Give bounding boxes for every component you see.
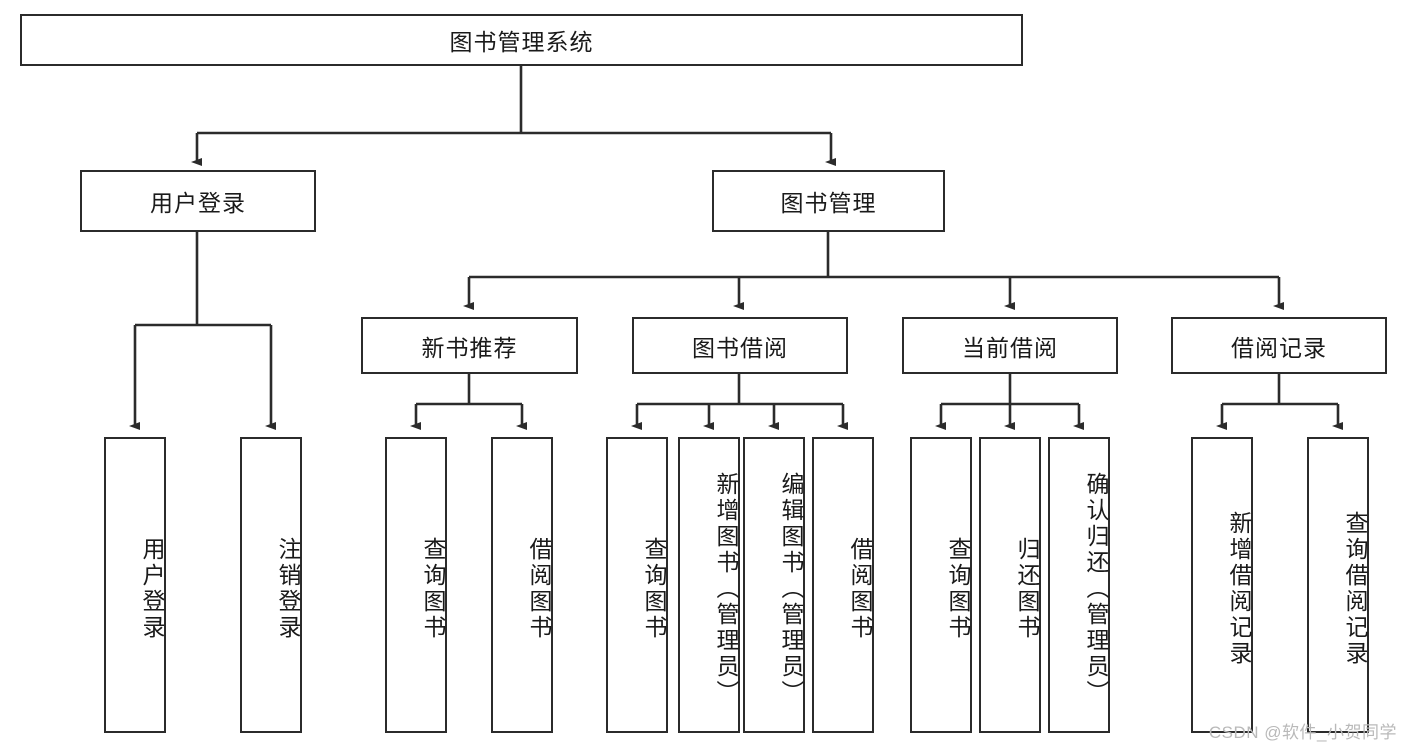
node-label: 借阅图书 [847, 537, 873, 641]
node-label: 新增图书（管理员） [713, 472, 739, 706]
node-leaf-query-book-current[interactable]: 查询图书 [910, 437, 972, 733]
node-leaf-query-book-borrow[interactable]: 查询图书 [606, 437, 668, 733]
node-leaf-return-book[interactable]: 归还图书 [979, 437, 1041, 733]
node-label: 查询图书 [641, 537, 667, 641]
node-leaf-borrow-book[interactable]: 借阅图书 [812, 437, 874, 733]
node-label: 图书管理 [780, 190, 877, 216]
node-label: 用户登录 [150, 190, 246, 216]
node-label: 确认归还（管理员） [1083, 472, 1109, 706]
node-leaf-add-book[interactable]: 新增图书（管理员） [678, 437, 740, 733]
node-label: 新书推荐 [421, 334, 518, 361]
node-borrow-record[interactable]: 借阅记录 [1171, 317, 1387, 374]
node-root-system[interactable]: 图书管理系统 [20, 14, 1023, 66]
node-book-manage[interactable]: 图书管理 [712, 170, 945, 232]
node-leaf-edit-book[interactable]: 编辑图书（管理员） [743, 437, 805, 733]
node-label: 图书借阅 [692, 334, 788, 361]
node-label: 归还图书 [1014, 537, 1040, 641]
node-label: 图书管理系统 [449, 29, 594, 55]
node-leaf-query-record[interactable]: 查询借阅记录 [1307, 437, 1369, 733]
node-leaf-borrow-book-recommend[interactable]: 借阅图书 [491, 437, 553, 733]
node-label: 查询图书 [945, 537, 971, 641]
node-leaf-query-book-recommend[interactable]: 查询图书 [385, 437, 447, 733]
node-leaf-confirm-return[interactable]: 确认归还（管理员） [1048, 437, 1110, 733]
node-label: 查询图书 [420, 537, 446, 641]
node-leaf-user-login[interactable]: 用户登录 [104, 437, 166, 733]
csdn-watermark: CSDN @软件_小贺同学 [1208, 723, 1397, 742]
node-label: 用户登录 [139, 537, 165, 641]
node-label: 新增借阅记录 [1226, 511, 1252, 667]
node-current-borrow[interactable]: 当前借阅 [902, 317, 1118, 374]
node-label: 借阅图书 [526, 537, 552, 641]
node-label: 注销登录 [275, 537, 301, 641]
node-label: 编辑图书（管理员） [778, 472, 804, 706]
node-label: 当前借阅 [962, 334, 1058, 361]
node-user-login[interactable]: 用户登录 [80, 170, 316, 232]
node-leaf-logout-login[interactable]: 注销登录 [240, 437, 302, 733]
node-book-borrow[interactable]: 图书借阅 [632, 317, 848, 374]
node-label: 借阅记录 [1231, 334, 1327, 361]
node-new-book-recommend[interactable]: 新书推荐 [361, 317, 578, 374]
node-label: 查询借阅记录 [1342, 511, 1368, 667]
node-leaf-add-record[interactable]: 新增借阅记录 [1191, 437, 1253, 733]
